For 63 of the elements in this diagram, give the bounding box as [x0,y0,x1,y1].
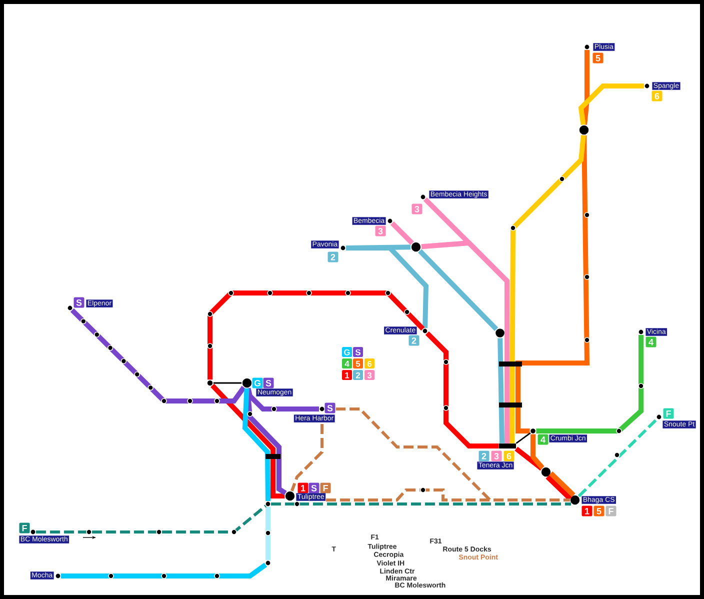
route-badge: 5 [594,506,604,516]
station-dot [540,466,552,478]
dashed-route-line [36,504,267,534]
route-badge: 2 [353,370,363,380]
station-dot [410,242,422,252]
route-badge: 2 [478,450,490,462]
route-badge: S [324,402,336,414]
route-badge: 4 [538,434,548,445]
route-line [425,331,499,448]
dashed-route-line [290,424,324,492]
route-badge: S [263,378,274,388]
route-line [210,384,285,498]
dashed-route-line [271,502,571,506]
route-badge: 6 [504,450,514,462]
route-line [516,135,590,434]
route-line [208,290,425,380]
route-line [549,471,576,497]
route-line [418,249,498,332]
dashed-route-line [578,418,658,498]
route-line [421,240,510,444]
route-badge: 3 [412,204,422,214]
route-badge: 3 [491,450,502,462]
transfer-link [516,432,531,444]
route-badge: G [342,347,352,357]
route-badge: 5 [592,52,604,64]
route-line [498,338,504,444]
route-line [246,388,319,412]
route-badge: S [74,297,84,308]
route-line [266,507,270,560]
route-badge: F [663,408,674,419]
route-line [578,84,644,125]
route-line [582,50,590,125]
route-line [61,562,268,578]
route-badge: 2 [408,335,420,346]
route-badge: 1 [582,506,592,516]
route-line [70,308,246,404]
route-badge: F [606,506,616,516]
route-badge: 5 [353,358,363,368]
route-badge: F [19,522,30,534]
dashed-route-line [326,488,570,502]
route-line [546,475,572,501]
route-badge: F [320,482,331,494]
route-line [536,335,644,434]
station-dot [578,124,590,136]
route-badge: S [353,347,363,357]
station-dot [494,328,506,338]
route-line [390,221,414,245]
route-line [242,388,270,502]
route-badge: 2 [328,252,338,262]
route-badge: 6 [364,358,374,368]
route-badge: G [252,378,263,388]
route-badge: 1 [298,482,308,494]
transfer-link [213,382,242,384]
route-badge: 4 [342,358,352,368]
route-badge: S [308,482,320,494]
route-badge: 3 [364,370,374,380]
route-badge: 6 [652,90,662,102]
route-badge: 4 [646,336,656,348]
route-line [514,446,544,471]
route-line [510,135,586,444]
route-badge: 1 [342,370,352,380]
route-badge: 3 [375,226,386,236]
route-line [530,434,544,470]
